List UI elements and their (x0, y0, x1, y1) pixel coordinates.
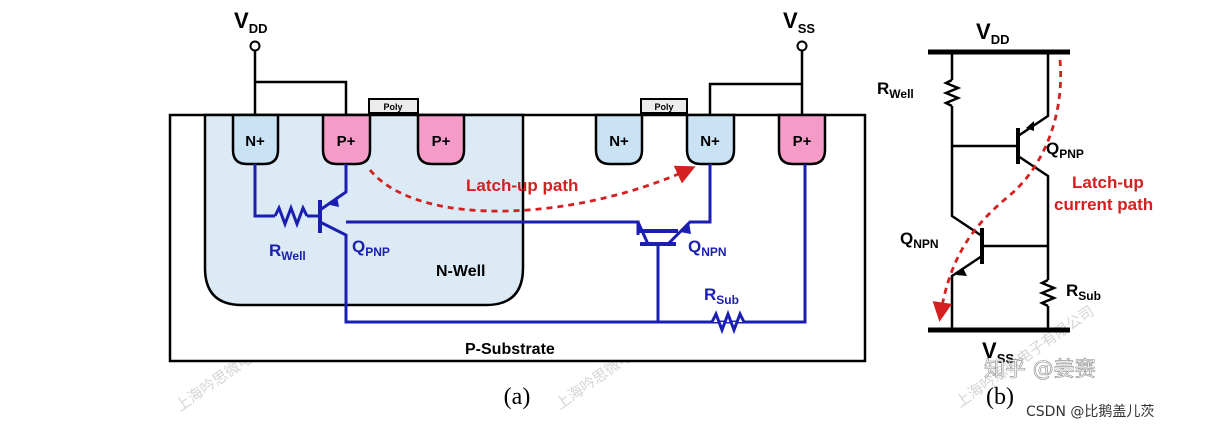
rsub-label-a: RSub (704, 285, 739, 307)
rsub-label-b: RSub (1066, 281, 1101, 303)
qnpn-label-a: QNPN (688, 237, 727, 259)
rwell-resistor (273, 203, 309, 229)
poly-label: Poly (383, 102, 402, 112)
caption-a: (a) (504, 384, 531, 410)
figure-a: N+ P+ P+ N+ N+ P+ Poly Poly (168, 8, 867, 410)
diffusion-p-plus-1: P+ (321, 113, 372, 166)
diffusion-label: P+ (793, 133, 812, 150)
latchup-path-arrow-a (368, 165, 696, 213)
diffusion-label: N+ (245, 133, 265, 150)
diffusion-p-plus-3: P+ (777, 113, 827, 166)
parasitic-circuit-a (253, 164, 807, 335)
zhihu-watermark: 知乎 @姜赛 (984, 357, 1096, 381)
poly-label: Poly (654, 102, 673, 112)
latchup-label-line2: current path (1054, 195, 1153, 214)
qpnp-label-b: QPNP (1046, 139, 1084, 161)
caption-b: (b) (986, 384, 1014, 410)
diffusion-label: P+ (432, 133, 451, 150)
vdd-label-b: VDD (976, 19, 1009, 47)
qpnp-label-a: QPNP (352, 237, 390, 259)
diffusion-label: P+ (337, 133, 356, 150)
rwell-resistor-b (942, 78, 962, 108)
diffusion-n-plus-2: N+ (594, 113, 644, 166)
p-substrate-label: P-Substrate (465, 341, 555, 358)
figure-b: VDD VSS Latch-up current path RWell QPNP… (877, 19, 1153, 410)
n-well-label: N-Well (436, 263, 485, 280)
diffusion-label: N+ (700, 133, 720, 150)
qnpn-label-b: QNPN (900, 229, 939, 251)
diffusion-n-plus-1: N+ (231, 113, 280, 166)
vdd-label: VDD (234, 8, 267, 36)
poly-gate-1: Poly (368, 98, 419, 114)
vdd-terminal-a: VDD (234, 8, 348, 115)
vss-label-b: VSS (982, 338, 1014, 366)
diffusion-n-plus-3: N+ (685, 113, 736, 166)
rsub-resistor-b (1038, 278, 1058, 308)
vss-label: VSS (783, 8, 815, 36)
latchup-path-label: Latch-up path (466, 176, 578, 195)
diffusion-label: N+ (609, 133, 629, 150)
vss-terminal-a: VSS (708, 8, 815, 115)
diffusion-p-plus-2: P+ (416, 113, 466, 166)
rsub-resistor (710, 309, 746, 335)
rwell-label-b: RWell (877, 79, 914, 101)
latchup-label-line1: Latch-up (1072, 173, 1144, 192)
poly-gate-2: Poly (640, 98, 688, 114)
csdn-watermark: CSDN @比鹅盖儿茨 (1026, 403, 1154, 420)
rwell-label-a: RWell (269, 241, 306, 263)
